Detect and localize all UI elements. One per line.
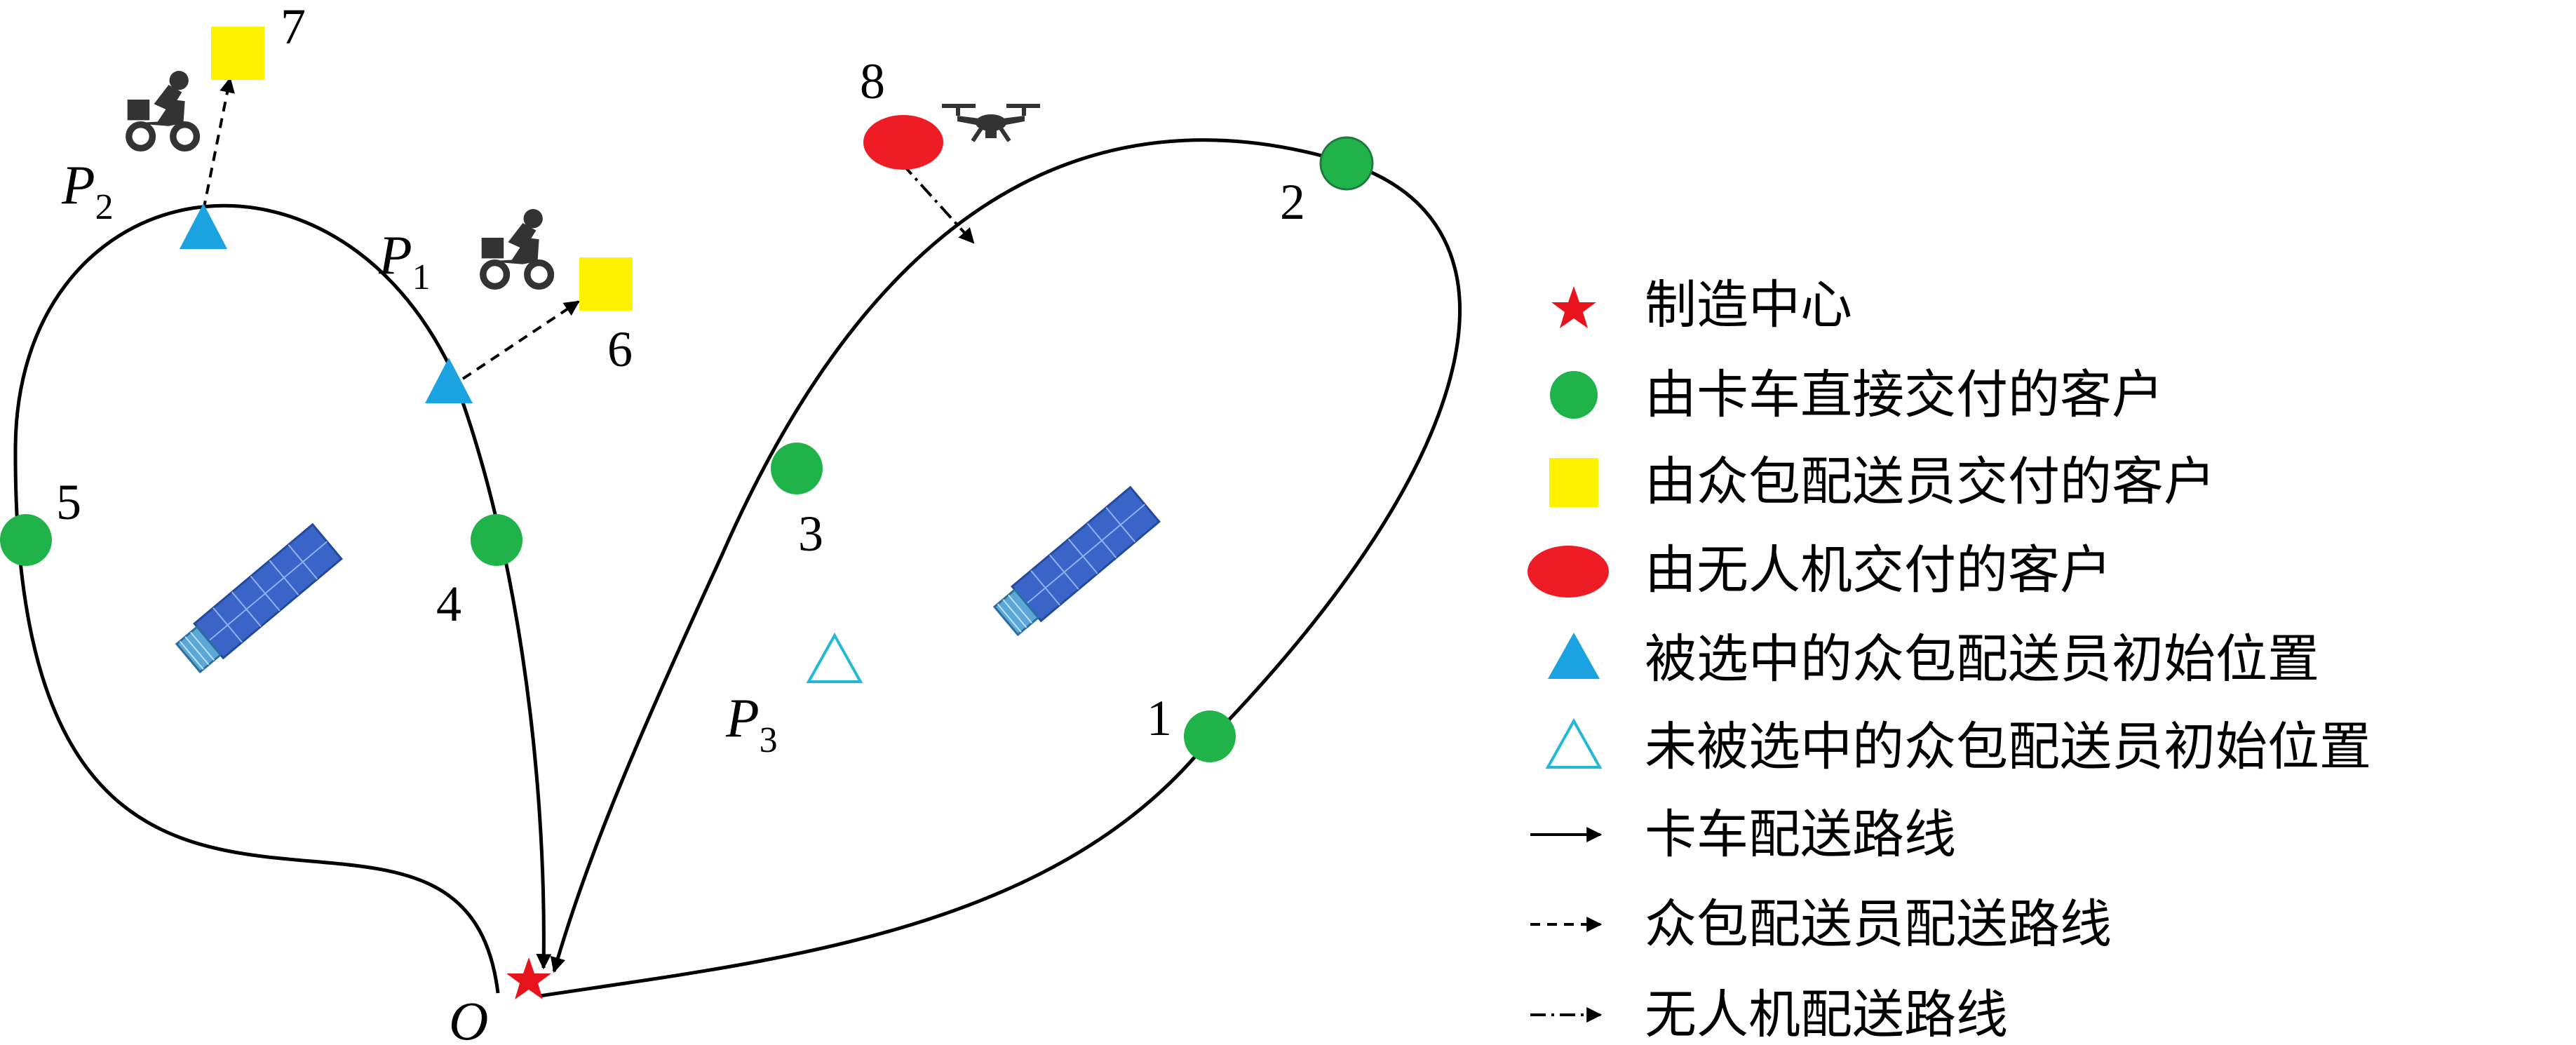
customer-6-node <box>579 257 633 311</box>
legend-selected-triangle-icon <box>1548 633 1600 679</box>
legend-label-selected-crowd: 被选中的众包配送员初始位置 <box>1645 629 2319 689</box>
legend-label-truck-route: 卡车配送路线 <box>1645 804 1956 865</box>
legend-green-circle-icon <box>1550 371 1598 419</box>
customer-2-label: 2 <box>1280 174 1305 230</box>
legend-unselected-triangle-icon <box>1545 717 1603 769</box>
p1-label: P1 <box>378 224 431 297</box>
drone-route-to-8 <box>900 161 975 244</box>
courier-icon-p2 <box>128 71 197 148</box>
crowd-route-p2-to-7 <box>202 76 235 211</box>
customer-8-label: 8 <box>860 53 885 109</box>
legend-yellow-square-icon <box>1549 458 1598 507</box>
customer-3-label: 3 <box>798 506 823 562</box>
legend-label-truck-customer: 由卡车直接交付的客户 <box>1645 365 2164 425</box>
depot-label: O <box>449 990 488 1045</box>
legend-label-crowd-customer: 由众包配送员交付的客户 <box>1645 452 2216 512</box>
p2-selected-triangle <box>180 203 227 249</box>
customer-2-node <box>1319 136 1374 191</box>
legend: 制造中心 由卡车直接交付的客户 由众包配送员交付的客户 由无人机交付的客户 被选… <box>1528 275 2371 1045</box>
p2-label: P2 <box>61 154 114 227</box>
courier-icon-p1 <box>482 209 551 286</box>
satellite-icon <box>990 486 1161 640</box>
satellite-icon <box>173 523 343 677</box>
customer-1-node <box>1184 710 1236 762</box>
customer-4-label: 4 <box>436 576 461 632</box>
customer-5-node <box>0 514 52 566</box>
truck-route-loop-1 <box>13 203 552 994</box>
p1-selected-triangle <box>425 358 473 403</box>
legend-star-icon <box>1551 286 1596 328</box>
p3-label: P3 <box>725 687 778 760</box>
legend-label-drone-route: 无人机配送路线 <box>1645 985 2008 1045</box>
crowd-route-p1-to-6 <box>461 300 580 380</box>
customer-4-node <box>471 514 522 566</box>
legend-label-depot: 制造中心 <box>1645 275 1852 335</box>
p3-unselected-triangle <box>806 632 863 683</box>
truck-route-loop-2 <box>539 138 1462 998</box>
legend-red-ellipse-icon <box>1528 546 1609 598</box>
customer-8-node <box>863 115 943 170</box>
customer-7-label: 7 <box>281 0 306 55</box>
legend-label-unselected-crowd: 未被选中的众包配送员初始位置 <box>1645 717 2371 777</box>
drone-icon <box>942 106 1040 141</box>
legend-label-crowd-route: 众包配送员配送路线 <box>1645 894 2112 955</box>
customer-7-node <box>211 27 264 80</box>
customer-3-node <box>771 443 823 494</box>
legend-label-drone-customer: 由无人机交付的客户 <box>1645 540 2112 600</box>
depot-star <box>506 957 551 999</box>
customer-5-label: 5 <box>56 474 81 530</box>
customer-1-label: 1 <box>1147 690 1172 746</box>
customer-6-label: 6 <box>607 321 633 377</box>
